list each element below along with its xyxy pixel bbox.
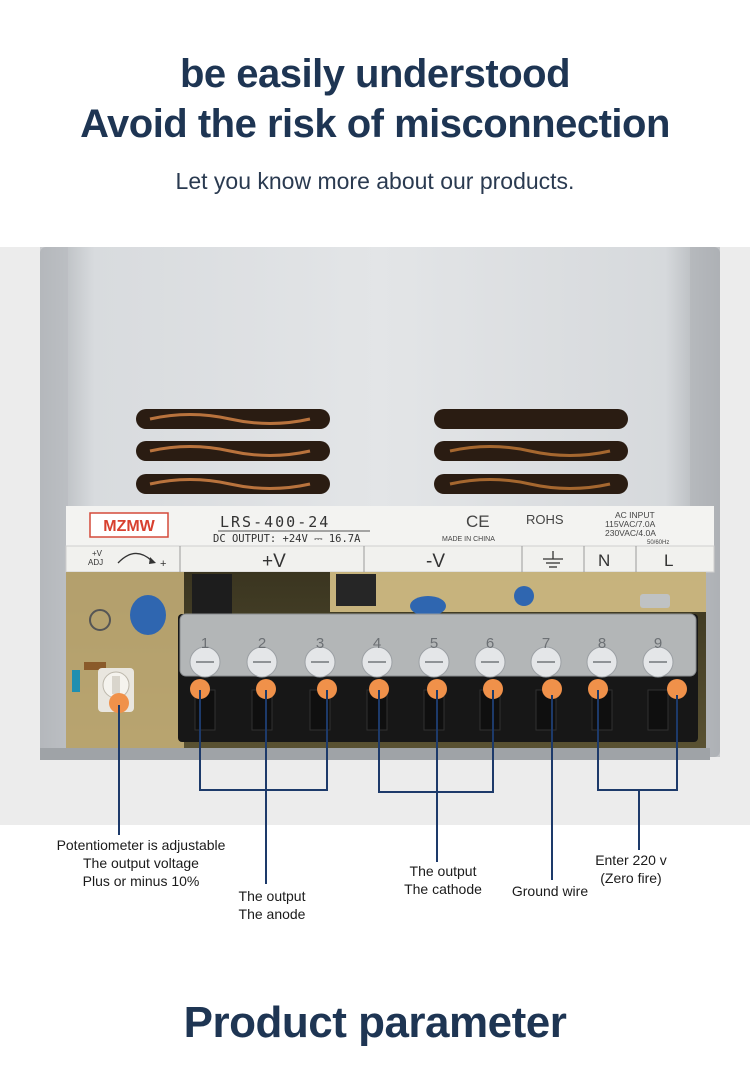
marker-group [109, 679, 687, 713]
adj-plus-label: + [160, 558, 166, 570]
vent-slots-right [434, 409, 628, 494]
potentiometer-marker [109, 693, 129, 713]
made-in-text: MADE IN CHINA [442, 536, 495, 543]
l-label: L [664, 551, 673, 570]
callout-ac-input-line-1: Enter 220 v [595, 852, 667, 868]
leader-cathode [378, 690, 494, 862]
terminal-number-2: 2 [258, 635, 266, 652]
terminal-number-5: 5 [430, 635, 438, 652]
ground-symbol-icon [543, 551, 563, 568]
adj-arrow-icon [117, 552, 153, 564]
terminal-marker-3 [317, 679, 337, 699]
section-title-product-parameter: Product parameter [183, 998, 567, 1047]
terminal-number-7: 7 [542, 635, 550, 652]
callout-anode-line-2: The anode [238, 906, 306, 922]
terminal-number-8: 8 [598, 635, 606, 652]
terminal-number-9: 9 [654, 635, 662, 652]
callout-ground-line-1: Ground wire [511, 883, 589, 899]
rohs-text: ROHS [526, 512, 564, 527]
ce-mark: CE [466, 512, 490, 531]
callout-cathode-line-1: The output [409, 863, 477, 879]
subtitle: Let you know more about our products. [175, 168, 575, 194]
leader-ac-input [597, 690, 678, 850]
adj-label: ADJ [88, 558, 103, 567]
ac-input-frequency: 50/60Hz [647, 540, 669, 546]
terminal-slot-9 [647, 689, 669, 731]
callout-potentiometer-line-3: Plus or minus 10% [82, 873, 200, 889]
callout-ac-input-line-2: (Zero fire) [600, 870, 662, 886]
plus-v-label: +V [262, 551, 286, 572]
callout-potentiometer-line-2: The output voltage [83, 855, 199, 871]
terminal-number-4: 4 [373, 635, 381, 652]
ac-input-line-1: 115VAC/7.0A [605, 519, 656, 529]
leader-anode [199, 690, 328, 884]
callout-ac-input: Enter 220 v (Zero fire) [584, 851, 678, 887]
model-text: LRS-400-24 [220, 513, 330, 531]
ac-input-line-2: 230VAC/4.0A [605, 528, 656, 538]
headline-line-1: be easily understood [179, 52, 571, 96]
dc-output-text: DC OUTPUT: +24V ⎓ 16.7A [213, 533, 361, 545]
pcb-components [72, 574, 670, 692]
adj-top-label: +V [92, 549, 103, 558]
terminal-marker-4 [369, 679, 389, 699]
terminal-number-1: 1 [201, 635, 209, 652]
callout-cathode: The output The cathode [393, 862, 493, 898]
terminal-number-6: 6 [486, 635, 494, 652]
case-side-left [40, 247, 68, 757]
terminal-number-3: 3 [316, 635, 324, 652]
callout-potentiometer: Potentiometer is adjustable The output v… [46, 836, 236, 890]
spec-label-strip [66, 506, 714, 546]
power-supply-photo: MZMW LRS-400-24 DC OUTPUT: +24V ⎓ 16.7A … [40, 247, 720, 760]
n-label: N [598, 551, 610, 570]
callout-potentiometer-line-1: Potentiometer is adjustable [56, 837, 226, 853]
terminal-marker-7 [542, 679, 562, 699]
callout-anode: The output The anode [222, 887, 322, 923]
terminal-marker-8 [588, 679, 608, 699]
callout-cathode-line-2: The cathode [404, 881, 482, 897]
terminal-marker-2 [256, 679, 276, 699]
vent-slots-left [136, 409, 330, 494]
headline-line-2: Avoid the risk of misconnection [80, 102, 670, 146]
terminal-marker-5 [427, 679, 447, 699]
callout-anode-line-1: The output [238, 888, 306, 904]
terminal-label-strip [65, 545, 715, 573]
ac-input-title: AC INPUT [615, 510, 655, 520]
callout-ground: Ground wire [500, 882, 600, 900]
terminal-marker-1 [190, 679, 210, 699]
terminal-marker-6 [483, 679, 503, 699]
brand-logo-text: MZMW [103, 518, 155, 535]
minus-v-label: -V [426, 551, 445, 572]
terminal-group: 1 2 3 4 5 6 7 8 9 [189, 635, 674, 731]
brand-badge [89, 512, 169, 538]
terminal-marker-9 [667, 679, 687, 699]
